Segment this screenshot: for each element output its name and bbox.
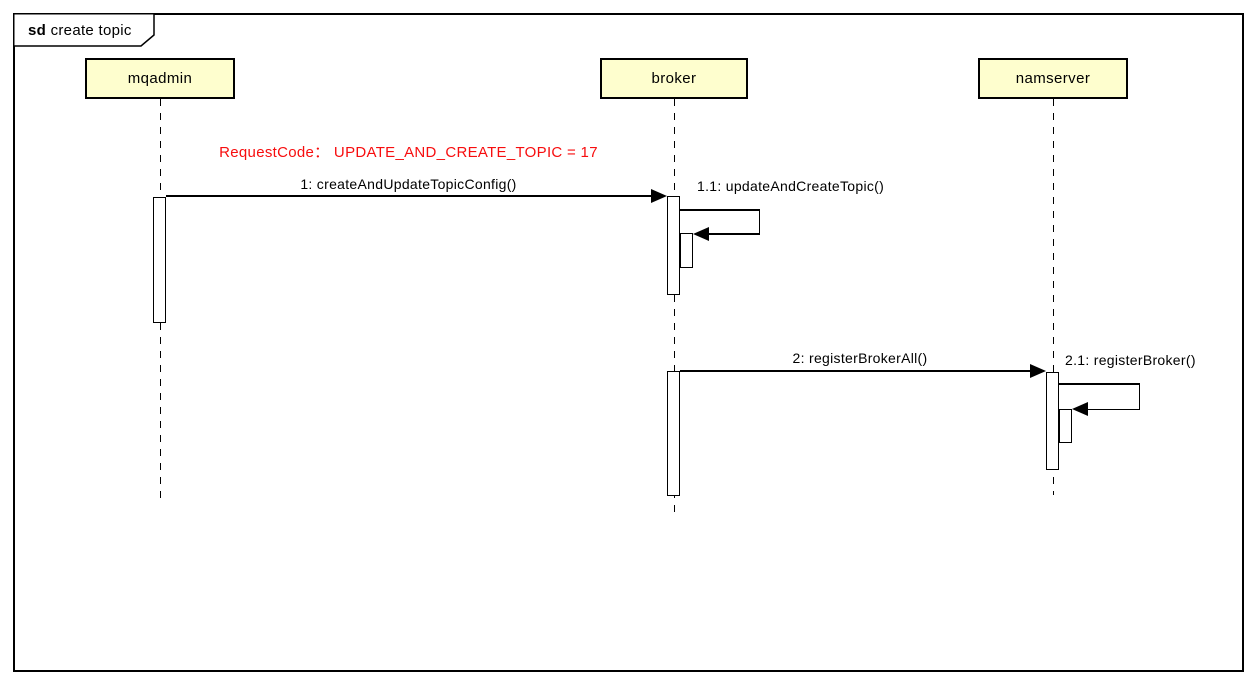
- message-1-1-return-line: [707, 233, 760, 235]
- message-1-arrowhead-icon: [651, 189, 667, 203]
- frame-label: sd create topic: [28, 22, 132, 39]
- activation-broker-1-nested: [680, 233, 693, 268]
- activation-namserver: [1046, 372, 1059, 470]
- activation-broker-1: [667, 196, 680, 295]
- message-2-arrowhead-icon: [1030, 364, 1046, 378]
- message-1-1-label: 1.1: updateAndCreateTopic(): [697, 178, 885, 194]
- activation-broker-2: [667, 371, 680, 496]
- request-code-annotation: RequestCode： UPDATE_AND_CREATE_TOPIC = 1…: [219, 144, 598, 161]
- message-1-label: 1: createAndUpdateTopicConfig(): [300, 176, 517, 192]
- actor-broker: broker: [600, 58, 748, 99]
- message-1-1-vertical-line: [758, 209, 760, 234]
- message-2-line: [680, 370, 1038, 372]
- message-1-1-out-line: [680, 209, 760, 211]
- activation-mqadmin: [153, 197, 166, 323]
- message-2-1-vertical-line: [1138, 383, 1140, 410]
- actor-mqadmin: mqadmin: [85, 58, 235, 99]
- diagram-frame: [13, 13, 1244, 672]
- message-2-1-return-line: [1086, 408, 1140, 410]
- message-2-label: 2: registerBrokerAll(): [792, 350, 928, 366]
- frame-keyword: sd: [28, 22, 47, 39]
- message-2-1-arrowhead-icon: [1072, 402, 1088, 416]
- message-2-1-out-line: [1059, 383, 1140, 385]
- frame-label-pentagon: [13, 13, 155, 47]
- activation-namserver-nested: [1059, 409, 1072, 443]
- frame-title: create topic: [50, 22, 132, 39]
- message-1-line: [166, 195, 659, 197]
- lifeline-broker: [673, 99, 675, 517]
- actor-namserver: namserver: [978, 58, 1128, 99]
- message-2-1-label: 2.1: registerBroker(): [1065, 352, 1196, 368]
- message-1-1-arrowhead-icon: [693, 226, 709, 241]
- lifeline-namserver: [1052, 99, 1054, 495]
